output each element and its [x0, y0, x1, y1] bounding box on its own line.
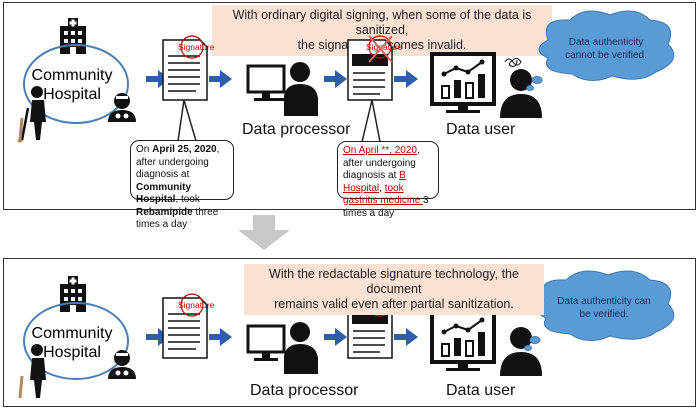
- bottom-banner: With the redactable signature technology…: [244, 264, 544, 315]
- callout-original-record: On April 25, 2020, after undergoing diag…: [130, 140, 234, 230]
- callout-sanitized-record: On April **, 2020, after undergoing diag…: [337, 141, 439, 219]
- callout-right-pointer: [361, 99, 381, 143]
- data-processor-label: Data processor: [242, 121, 351, 138]
- signed-document-icon-bottom: [162, 297, 208, 359]
- hospital-ellipse-bottom: [23, 302, 129, 380]
- bottom-panel: [3, 258, 696, 407]
- hospital-label-line2: Hospital: [43, 86, 101, 103]
- hospital-bottom-label-line1: Community: [32, 325, 113, 342]
- bottom-banner-line2: remains valid even after partial sanitiz…: [274, 297, 514, 311]
- hospital-ellipse: [23, 44, 129, 124]
- callout-left-p2: , after undergoing diagnosis at: [136, 144, 220, 180]
- cloud-top-line1: Data authenticity: [569, 37, 644, 48]
- callout-left-hospital: Community Hospital: [136, 181, 191, 206]
- signature-stamp-label-bottom: Signature: [178, 300, 215, 310]
- thought-cloud-bottom: [524, 270, 675, 351]
- cloud-bottom-line1: Data authenticity can: [557, 296, 650, 307]
- callout-right-hospital: B Hospital: [343, 170, 406, 194]
- hospital-bottom-label-line2: Hospital: [43, 344, 101, 361]
- signature-stamp-label: Signature: [178, 42, 215, 52]
- data-user-label-bottom: Data user: [446, 382, 516, 399]
- callout-left-p1: On: [136, 144, 153, 155]
- hospital-building-icon: [60, 18, 86, 54]
- callout-right-p1: , after undergoing diagnosis at: [343, 145, 420, 181]
- callout-left-p4: three times a day: [136, 206, 219, 231]
- data-user-person-icon-bottom: [500, 327, 542, 376]
- data-user-label: Data user: [446, 121, 516, 138]
- down-arrow: [238, 215, 290, 250]
- invalid-cross-icon: [368, 35, 393, 63]
- flow-arrow-b4-head: [406, 328, 418, 346]
- data-user-person-icon: [500, 69, 542, 118]
- callout-left-drug: Rebamipide: [136, 206, 193, 218]
- callout-left-pointer: [177, 99, 198, 142]
- cloud-top-line2: cannot be verified.: [565, 50, 647, 61]
- invalid-signature-stamp-label: Signature: [366, 42, 403, 52]
- bottom-banner-line1: With the redactable signature technology…: [269, 267, 519, 296]
- elderly-patient-icon-bottom: [18, 344, 46, 399]
- hospital-label-line1: Community: [32, 67, 113, 84]
- flow-arrow-b3-head: [335, 328, 347, 346]
- elderly-patient-icon: [16, 86, 46, 143]
- data-processor-icon-bottom: [246, 322, 318, 374]
- top-banner-line1: With ordinary digital signing, when some…: [232, 8, 532, 37]
- flow-arrow-3-head: [335, 70, 347, 88]
- data-processor-icon: [246, 62, 318, 116]
- invalid-signature-stamp-circle: [368, 35, 392, 59]
- callout-right-p2: ,: [379, 182, 385, 194]
- confused-scribble-icon: [504, 57, 522, 67]
- callout-right-drug: took gastritis medicine: [343, 182, 424, 207]
- signature-stamp-circle: [180, 35, 204, 59]
- data-user-monitor-icon-bottom: [430, 310, 496, 371]
- callout-left-p3: , took: [175, 194, 200, 205]
- thought-cloud-top: [526, 10, 675, 91]
- doctor-icon-bottom: [108, 350, 136, 379]
- data-processor-label-bottom: Data processor: [250, 382, 359, 399]
- flow-arrow-b2-head: [220, 328, 232, 346]
- callout-right-date: On April **, 2020: [343, 145, 417, 156]
- data-user-monitor-icon: [430, 52, 496, 113]
- doctor-icon: [108, 93, 136, 122]
- cloud-bottom-line2: be verified.: [580, 309, 629, 320]
- flow-arrow-4-head: [406, 70, 418, 88]
- signed-document-icon: [162, 39, 208, 101]
- callout-left-date: April 25, 2020: [152, 144, 217, 155]
- hospital-building-icon-bottom: [60, 276, 86, 312]
- callout-right-p3: 3 times a day: [343, 195, 429, 219]
- flow-arrow-2-head: [220, 70, 232, 88]
- signature-stamp-circle-bottom: [180, 293, 204, 317]
